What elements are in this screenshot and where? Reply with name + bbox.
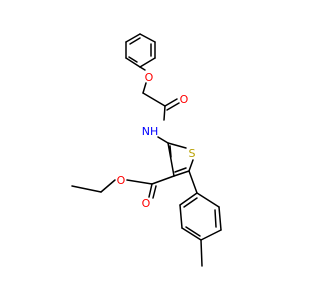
bond-lines xyxy=(71,33,222,267)
bond-inner xyxy=(174,167,187,173)
bond xyxy=(179,204,183,229)
bond xyxy=(142,82,147,94)
ester-oxygen-single-label: O xyxy=(117,174,126,187)
thiophene-sulfur-label: S xyxy=(189,147,196,160)
bond xyxy=(152,185,157,199)
bond xyxy=(188,170,198,194)
tolyl-ring xyxy=(179,192,222,241)
bond xyxy=(166,102,180,111)
amide-nh-label: NH xyxy=(142,125,159,138)
bond xyxy=(126,179,153,185)
bond xyxy=(164,98,178,107)
phenyl-ring-top xyxy=(125,33,156,68)
bond xyxy=(188,159,194,172)
bond xyxy=(167,142,175,177)
bond xyxy=(173,170,190,177)
bond xyxy=(71,185,102,193)
bond xyxy=(179,192,198,206)
molecule-drawing: O O NH S O O xyxy=(71,33,222,267)
bond-inner xyxy=(129,37,141,45)
thiophene-ring xyxy=(167,142,194,177)
bond xyxy=(181,227,202,241)
bond xyxy=(151,175,175,185)
bond xyxy=(100,179,116,193)
bond xyxy=(167,142,187,149)
bond xyxy=(139,66,146,71)
bond xyxy=(125,57,141,68)
bond xyxy=(200,229,222,241)
ester-oxygen-double-label: O xyxy=(142,197,151,210)
structure-canvas: O O NH S O O xyxy=(71,33,222,267)
bond xyxy=(200,239,203,267)
bond xyxy=(218,206,222,231)
bond-inner xyxy=(185,226,201,237)
bond xyxy=(125,33,141,43)
bond xyxy=(196,192,220,208)
bond xyxy=(139,57,156,68)
bond xyxy=(157,136,169,144)
bond xyxy=(142,92,166,107)
bond xyxy=(148,183,153,198)
amide-oxygen-label: O xyxy=(180,93,189,106)
bond xyxy=(163,105,166,121)
bond-inner xyxy=(214,209,217,228)
bond-inner xyxy=(183,197,198,208)
bond-inner xyxy=(169,145,172,158)
bond xyxy=(139,33,156,43)
ether-oxygen-label: O xyxy=(145,71,154,84)
bond-inner xyxy=(128,56,138,63)
